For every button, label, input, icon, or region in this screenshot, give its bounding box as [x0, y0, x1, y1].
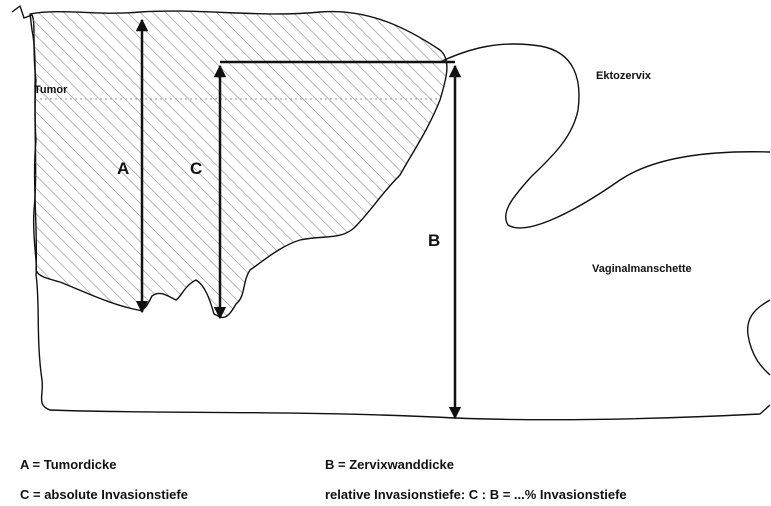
legend-a: A = Tumordicke	[20, 457, 116, 473]
ektozervix-label: Ektozervix	[596, 70, 652, 82]
legend-b: B = Zervixwanddicke	[325, 457, 454, 473]
measure-b-label: B	[428, 231, 440, 250]
vaginalmanschette-outline	[748, 300, 770, 375]
legend-c: C = absolute Invasionstiefe	[20, 487, 188, 503]
legend-relative: relative Invasionstiefe: C : B = ...% In…	[325, 487, 627, 503]
tumor-region	[30, 11, 447, 317]
vaginalmanschette-label: Vaginalmanschette	[592, 263, 692, 275]
measure-c-label: C	[190, 159, 202, 178]
measure-a-label: A	[117, 159, 129, 178]
tumor-label: Tumor	[34, 84, 68, 96]
